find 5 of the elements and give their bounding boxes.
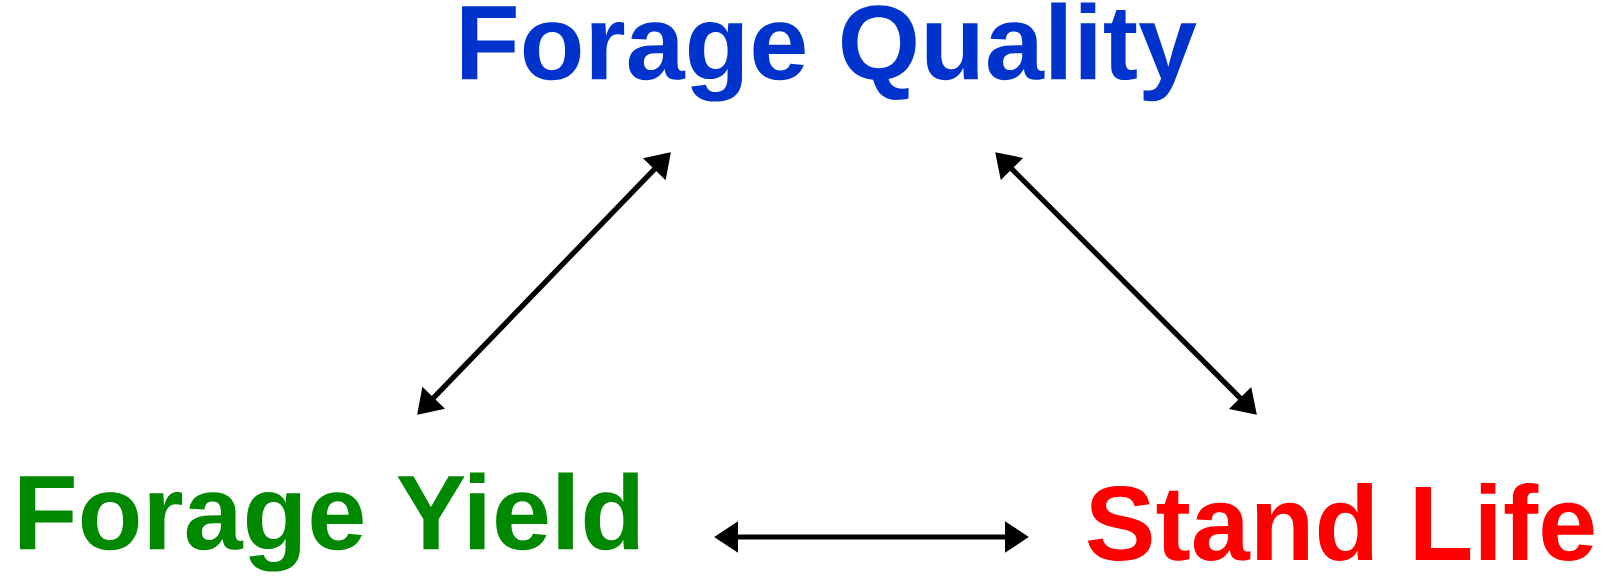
node-label: Forage Quality xyxy=(462,2,1197,102)
node-label: Forage Yield xyxy=(20,472,639,572)
arrow xyxy=(417,152,671,415)
arrow xyxy=(995,152,1257,415)
node-label: Stand Life xyxy=(1087,483,1594,561)
